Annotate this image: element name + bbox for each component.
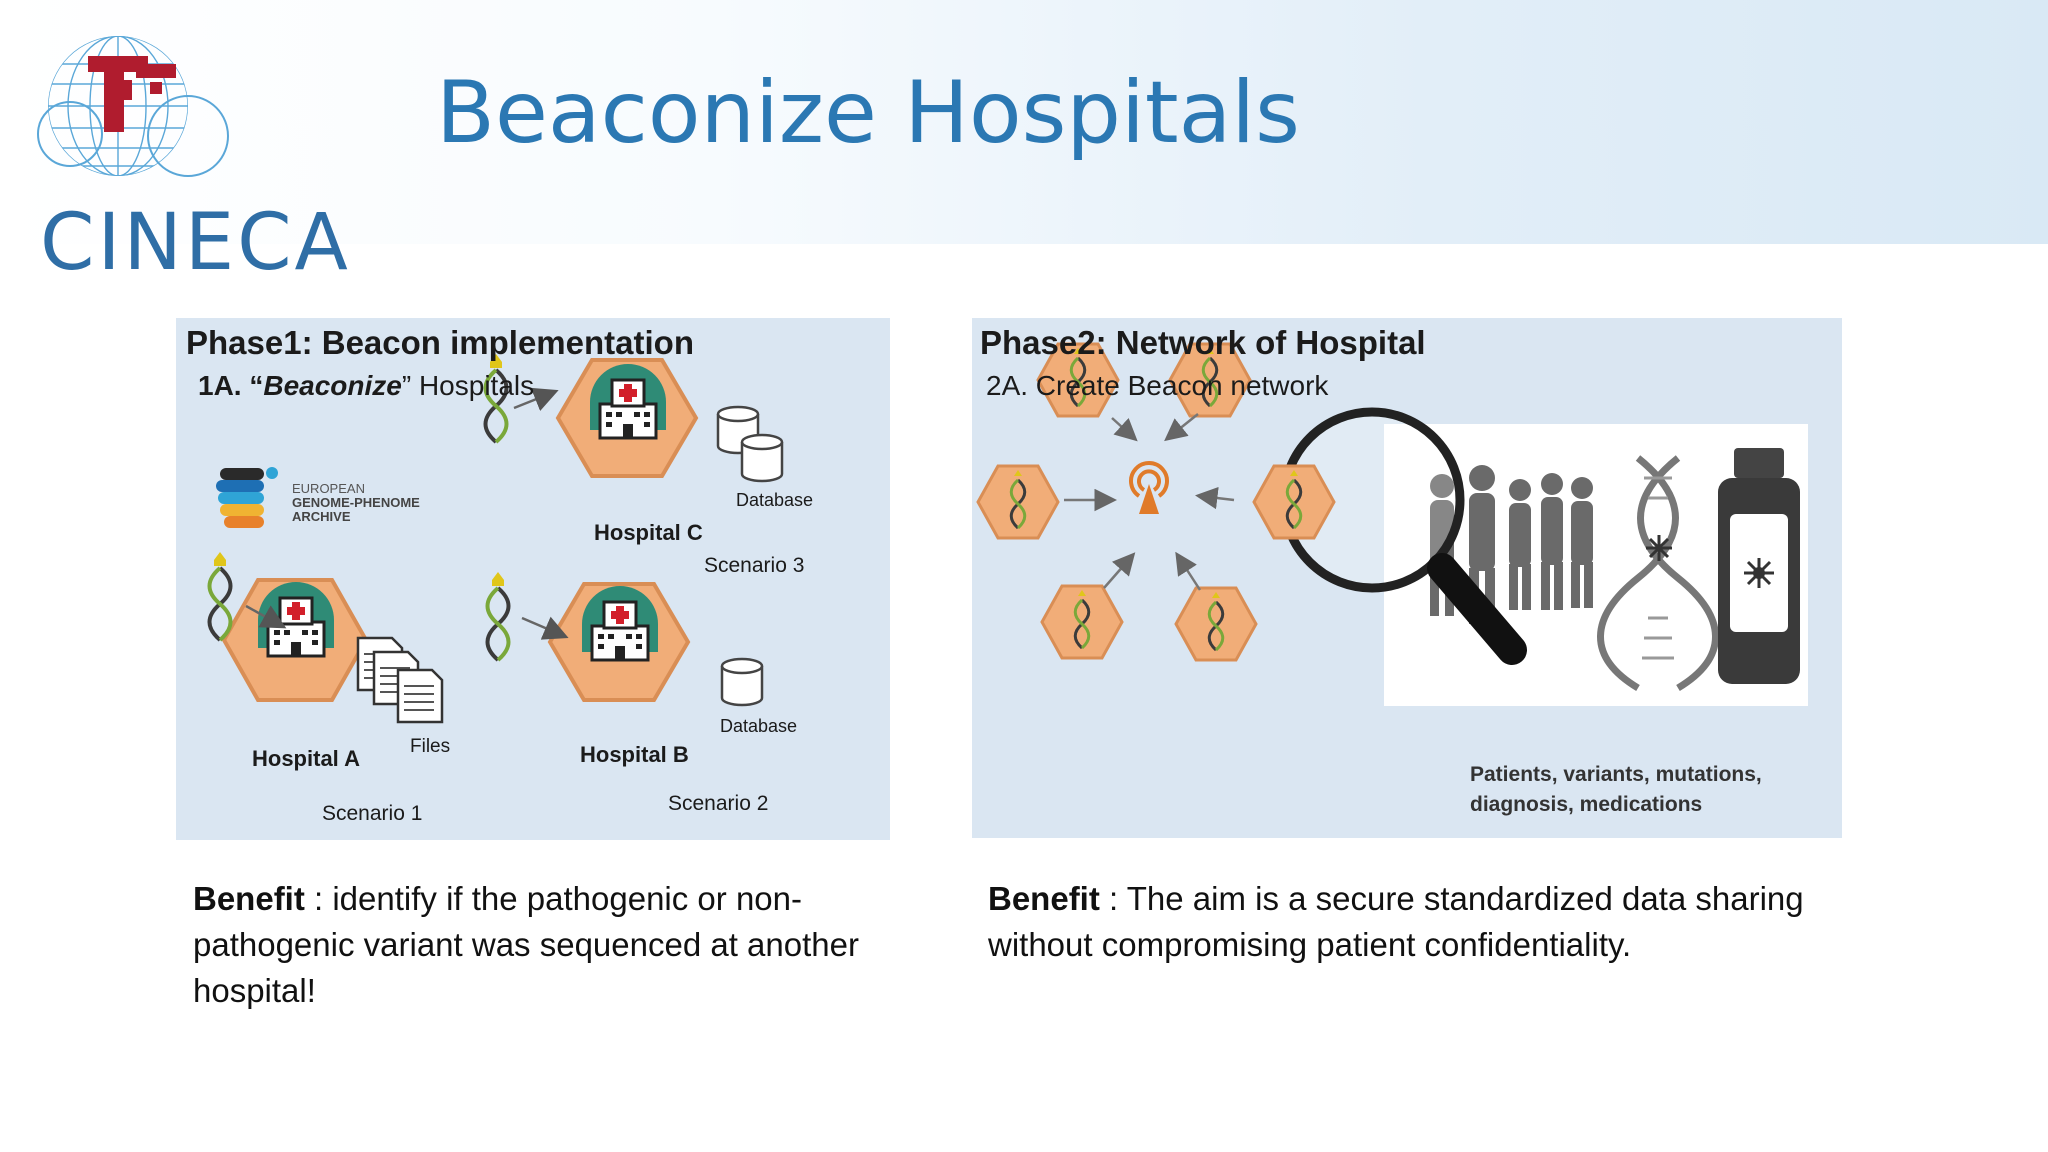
arrow-icon bbox=[1111, 417, 1138, 442]
benefit-2-text: : The aim is a secure standardized data … bbox=[988, 880, 1804, 963]
arrow-icon bbox=[1103, 552, 1136, 589]
phase1-panel: Phase1: Beacon implementation 1A. “Beaco… bbox=[176, 318, 890, 840]
hospital-b-icon bbox=[580, 584, 660, 662]
phase1-subtitle: 1A. “Beaconize” Hospitals bbox=[198, 370, 534, 402]
arrow-icon bbox=[1195, 486, 1235, 510]
scenario-1-label: Scenario 1 bbox=[322, 802, 423, 825]
arrow-icon bbox=[521, 616, 569, 640]
arrow-icon bbox=[1164, 413, 1199, 442]
database-label-b: Database bbox=[720, 716, 798, 736]
ega-logo-text: EUROPEAN GENOME-PHENOME ARCHIVE bbox=[292, 482, 420, 524]
medicine-bottle-icon bbox=[1718, 448, 1800, 684]
phase1-subtitle-emphasis: Beaconize bbox=[263, 370, 402, 401]
phase1-subtitle-prefix: 1A. “ bbox=[198, 370, 264, 401]
hexagon-hospital-node bbox=[976, 464, 1060, 540]
phase1-subtitle-suffix: ” Hospitals bbox=[401, 370, 535, 401]
file-icon bbox=[396, 668, 444, 724]
phase2-title: Phase2: Network of Hospital bbox=[980, 324, 1426, 361]
ega-logo-line: ARCHIVE bbox=[292, 509, 351, 524]
hexagon-hospital-node bbox=[1040, 584, 1124, 660]
arrow-icon bbox=[1175, 551, 1202, 591]
arrow-icon bbox=[513, 387, 559, 412]
phase1-diagram bbox=[207, 352, 784, 724]
scenario-3-label: Scenario 3 bbox=[704, 554, 805, 577]
arrow-icon bbox=[245, 604, 287, 629]
dna-helix-icon bbox=[1597, 455, 1719, 692]
ega-logo-icon bbox=[216, 467, 278, 528]
hexagon-hospital-node bbox=[1174, 586, 1258, 662]
database-icon bbox=[740, 433, 784, 483]
phase2-subtitle: 2A. Create Beacon network bbox=[986, 370, 1329, 401]
ega-logo-line: GENOME-PHENOME bbox=[292, 495, 420, 510]
benefit-1-text: : identify if the pathogenic or non-path… bbox=[193, 880, 859, 1009]
benefit-1: Benefit : identify if the pathogenic or … bbox=[193, 876, 883, 1014]
benefit-2: Benefit : The aim is a secure standardiz… bbox=[988, 876, 1868, 968]
scenario-2-label: Scenario 2 bbox=[668, 792, 769, 815]
hospital-a-label: Hospital A bbox=[252, 746, 360, 771]
header-band bbox=[0, 0, 2048, 244]
dna-icon bbox=[207, 550, 233, 642]
benefit-1-label: Benefit bbox=[193, 880, 305, 917]
phase2-diagram bbox=[976, 342, 1808, 706]
cineca-logo-text: CINECA bbox=[40, 198, 351, 288]
phase1-title: Phase1: Beacon implementation bbox=[186, 324, 694, 361]
dna-icon bbox=[485, 570, 511, 662]
cineca-globe-icon bbox=[37, 36, 229, 177]
cineca-logo: CINECA bbox=[18, 34, 348, 282]
beacon-icon bbox=[1129, 461, 1169, 514]
hospital-b-label: Hospital B bbox=[580, 742, 689, 767]
phase2-panel: Phase2: Network of Hospital 2A. Create B… bbox=[972, 318, 1842, 838]
database-label-c: Database bbox=[736, 490, 814, 510]
hospital-c-label: Hospital C bbox=[594, 520, 703, 545]
hospital-c-icon bbox=[588, 362, 668, 440]
slide-title: Beaconize Hospitals bbox=[436, 63, 1300, 163]
benefit-2-label: Benefit bbox=[988, 880, 1100, 917]
phase2-caption: Patients, variants, mutations, diagnosis… bbox=[1470, 763, 1762, 816]
files-label: Files bbox=[410, 736, 451, 757]
database-icon bbox=[720, 657, 764, 707]
ega-logo-line: EUROPEAN bbox=[292, 481, 365, 496]
